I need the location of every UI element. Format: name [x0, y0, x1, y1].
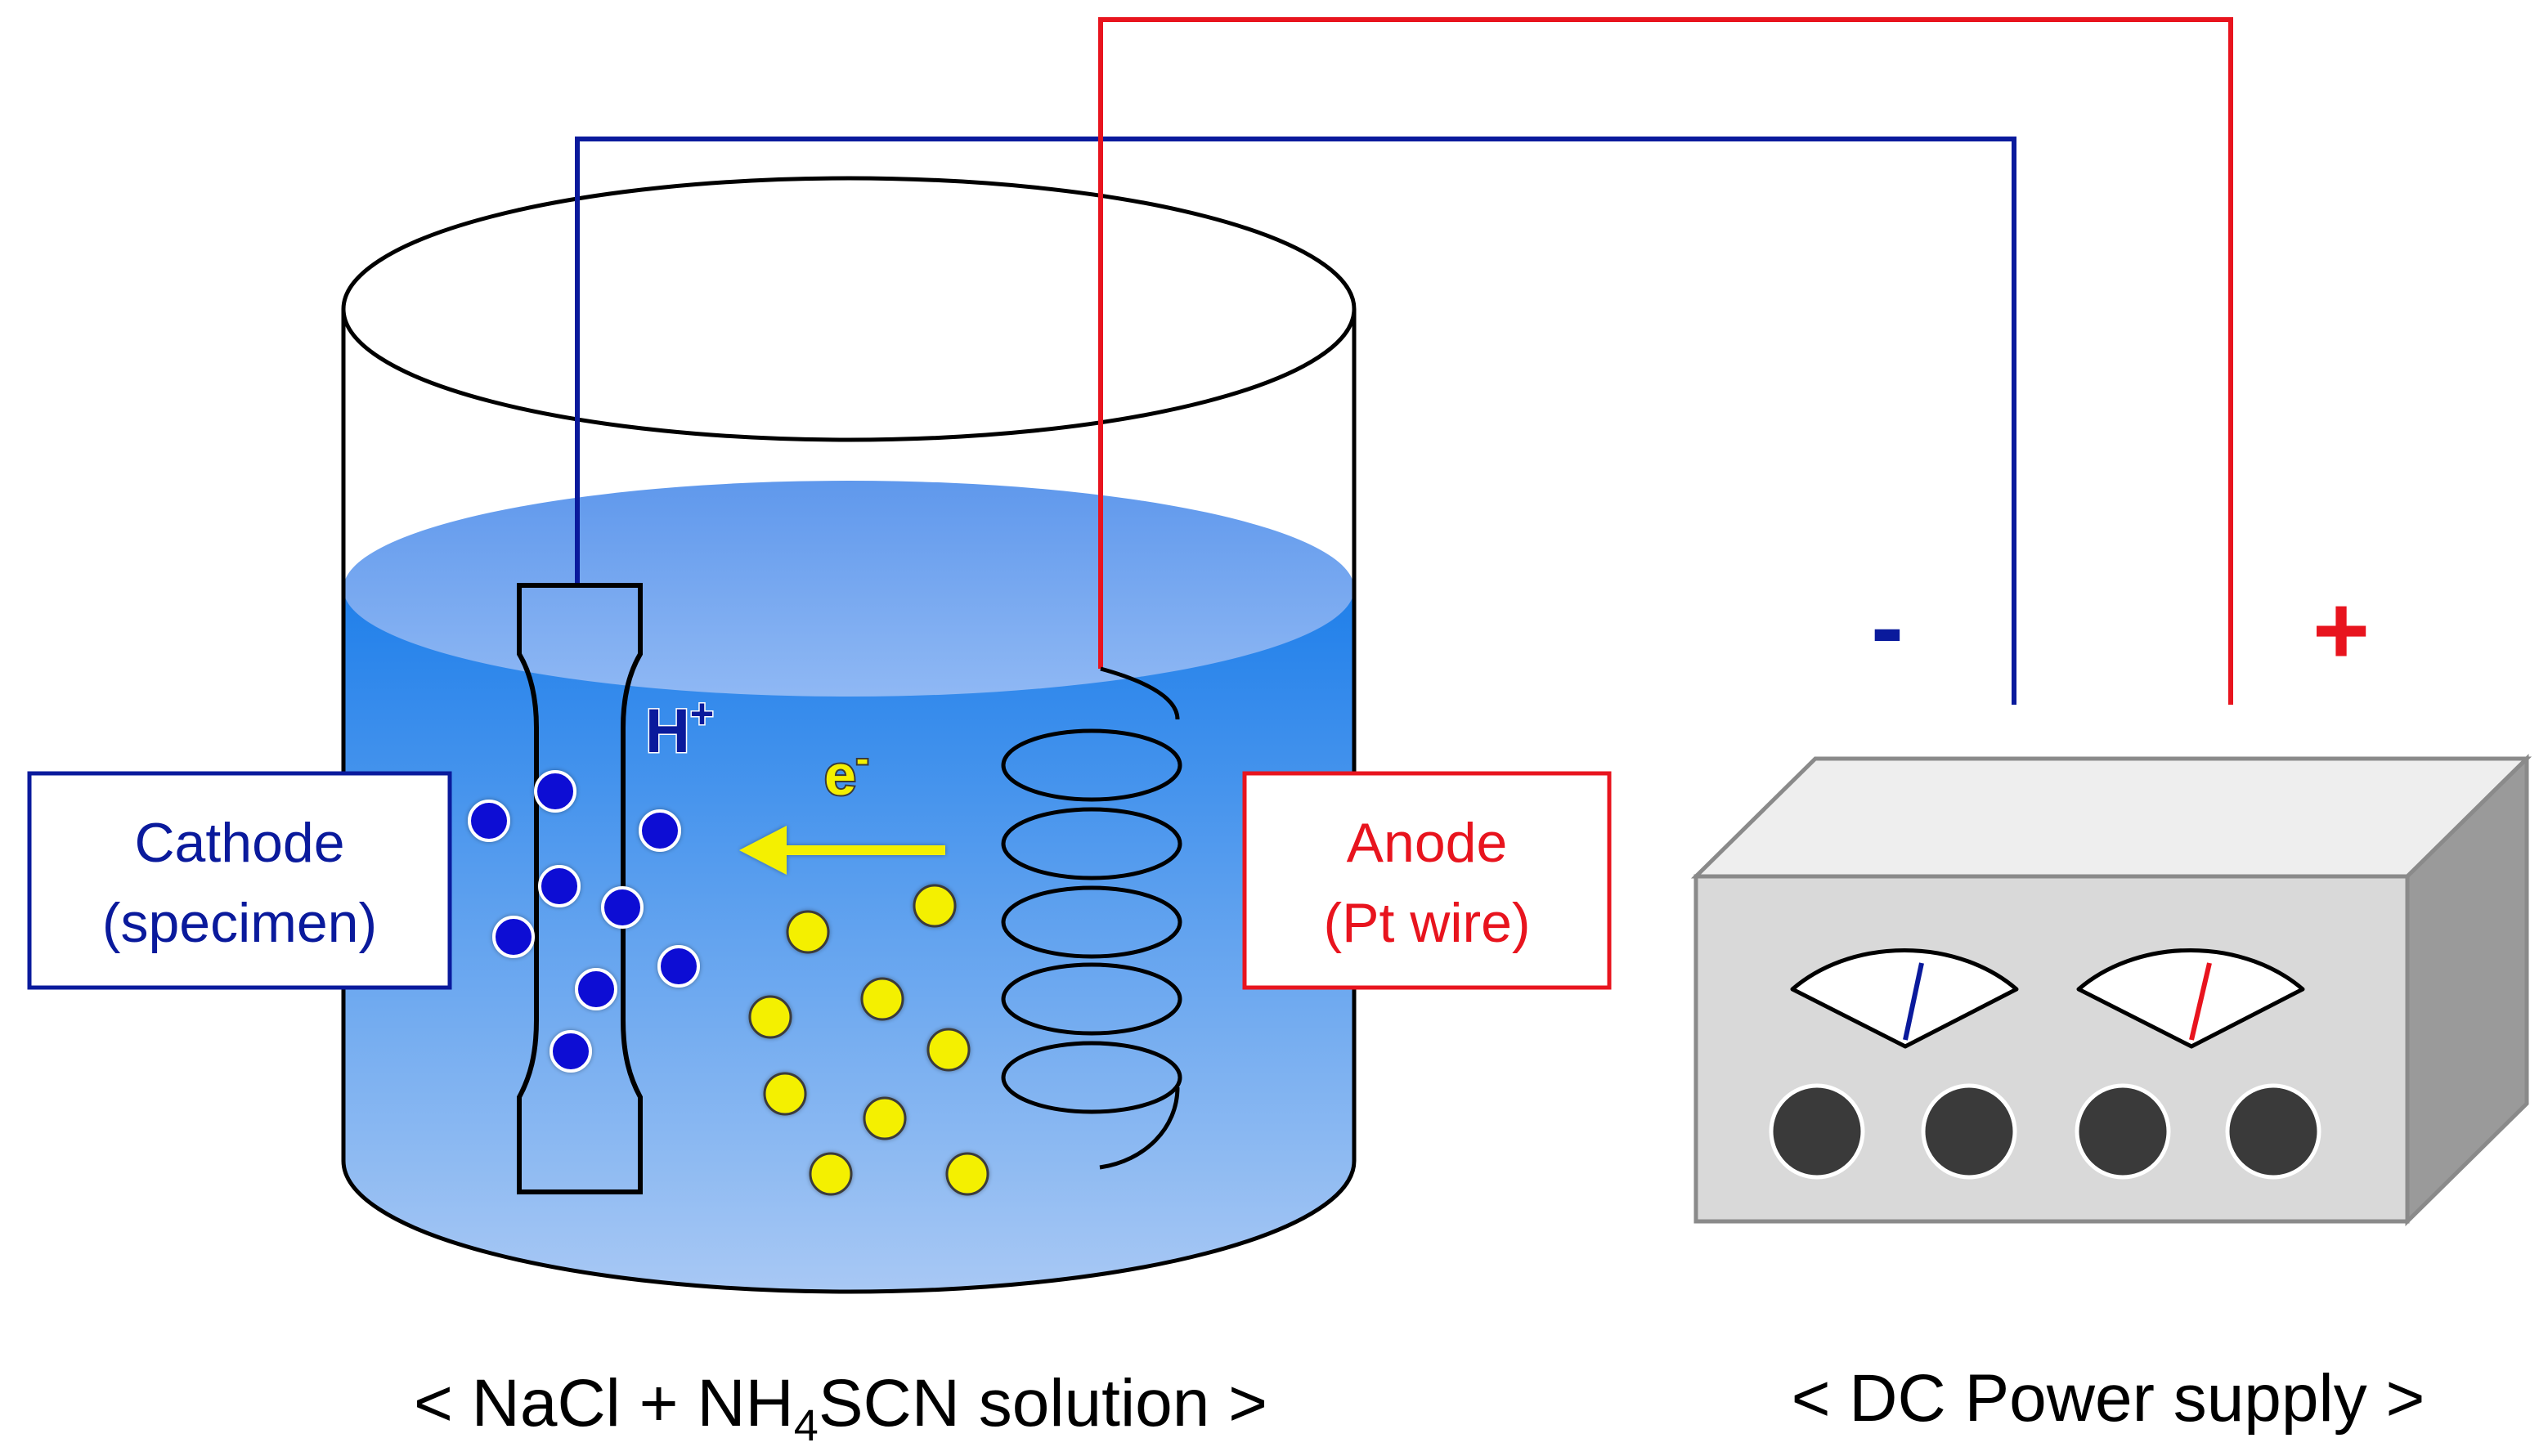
- control-knob[interactable]: [2225, 1083, 2321, 1180]
- hydrogen-ion-dot: [601, 886, 644, 929]
- solution-particle-dot: [763, 1072, 807, 1116]
- cathode-label-line1: Cathode: [134, 812, 344, 874]
- solution-caption: < NaCl + NH4SCN solution >: [414, 1366, 1267, 1450]
- solution-particle-dot: [863, 1096, 907, 1140]
- anode-coil: [1001, 666, 1182, 1170]
- negative-terminal-sign: -: [1871, 572, 1904, 682]
- electron-sup: -: [856, 737, 868, 780]
- solution-particle-dot: [945, 1152, 989, 1196]
- hydrogen-ion-label: H+: [645, 691, 714, 766]
- ammeter-gauge: [2076, 948, 2305, 1049]
- power-supply-top: [1690, 756, 2532, 879]
- solution-surface: [343, 481, 1354, 697]
- hydrogen-ion-dot: [639, 809, 681, 852]
- anode-label-box: Anode (Pt wire): [1242, 771, 1612, 990]
- gauge-needle: [1903, 962, 1924, 1041]
- control-knob[interactable]: [1769, 1083, 1865, 1180]
- hydrogen-ion-dot: [468, 800, 510, 842]
- beaker-rim: [341, 176, 1357, 442]
- hydrogen-ion-sup: +: [690, 691, 714, 737]
- solution-particle-dot: [786, 910, 830, 954]
- solution-particles: [748, 884, 989, 1196]
- electron-base: e: [824, 743, 856, 807]
- gauge-needle: [2189, 962, 2212, 1041]
- cathode-label-line2: (specimen): [102, 892, 377, 954]
- cathode-label-box: Cathode (specimen): [27, 771, 452, 990]
- cathode-wire: [575, 137, 2016, 705]
- cathode-specimen: [517, 583, 643, 1194]
- beaker-bottom: [341, 1160, 1357, 1294]
- solution-particle-dot: [860, 977, 904, 1021]
- control-knob[interactable]: [2075, 1083, 2171, 1180]
- solution-caption-suffix: SCN solution >: [819, 1366, 1267, 1440]
- solution-caption-prefix: < NaCl + NH: [414, 1366, 794, 1440]
- solution-particle-dot: [926, 1028, 971, 1072]
- solution-caption-subscript: 4: [794, 1401, 819, 1450]
- solution-body: [343, 589, 1354, 1292]
- hydrogen-ion-dot: [550, 1030, 592, 1073]
- left-arrow-icon: [739, 826, 945, 875]
- voltmeter-gauge: [1790, 948, 2019, 1049]
- solution-particle-dot: [913, 884, 957, 928]
- anode-label-line1: Anode: [1347, 812, 1508, 874]
- hydrogen-ion-dot: [538, 865, 581, 907]
- electron-label: e-: [824, 737, 868, 807]
- anode-label-line2: (Pt wire): [1323, 892, 1530, 954]
- solution-particle-dot: [748, 995, 792, 1039]
- anode-wire: [1098, 17, 2233, 705]
- hydrogen-ion-dot: [657, 945, 700, 988]
- hydrogen-ion-dot: [575, 968, 617, 1010]
- beaker: [341, 176, 1357, 1294]
- power-supply-caption: < DC Power supply >: [1792, 1361, 2425, 1436]
- control-knob[interactable]: [1921, 1083, 2017, 1180]
- solution-particle-dot: [809, 1152, 853, 1196]
- hydrogen-ion-base: H: [645, 697, 690, 766]
- hydrogen-ion-dot: [534, 770, 576, 813]
- positive-terminal-sign: +: [2312, 576, 2370, 685]
- dc-power-supply: [1690, 754, 2532, 1226]
- hydrogen-ion-dot: [492, 916, 535, 958]
- hydrogen-ions: [468, 770, 700, 1073]
